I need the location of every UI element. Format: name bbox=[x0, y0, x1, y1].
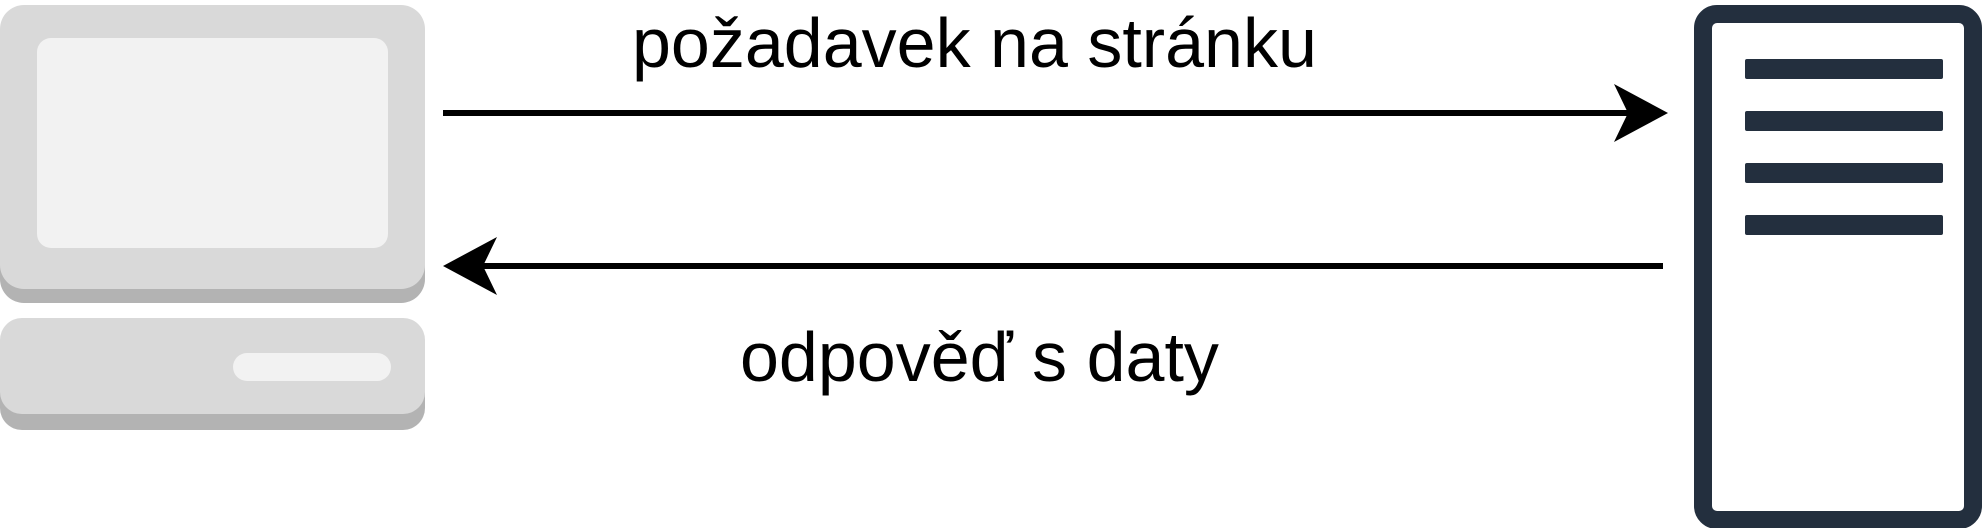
server-icon bbox=[1694, 5, 1982, 528]
request-arrow bbox=[443, 84, 1668, 142]
server-slots bbox=[1745, 59, 1943, 235]
arrow-head-right bbox=[1614, 84, 1668, 142]
desktop-computer-icon bbox=[0, 5, 425, 430]
keyboard-base bbox=[0, 318, 425, 430]
monitor bbox=[0, 5, 425, 303]
arrow-head-left bbox=[443, 237, 497, 295]
response-label: odpověď s daty bbox=[740, 318, 1219, 396]
response-arrow bbox=[443, 237, 1663, 295]
request-label: požadavek na stránku bbox=[632, 4, 1317, 82]
